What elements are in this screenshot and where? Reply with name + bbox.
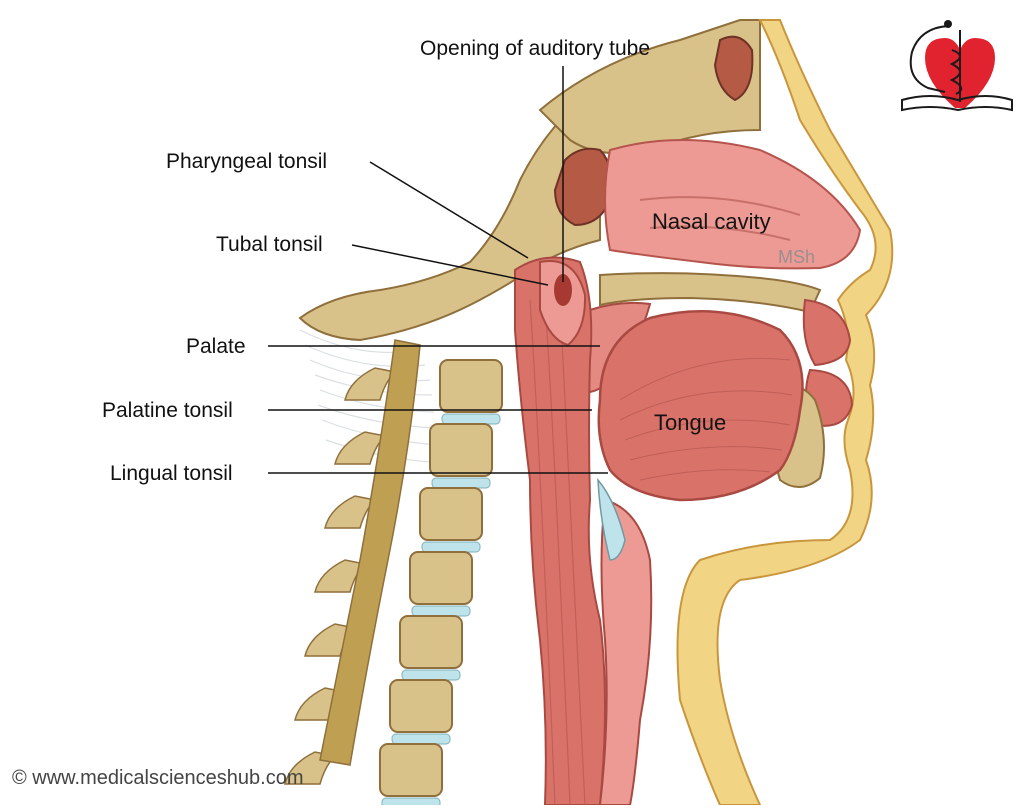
- pharynx-wall: [514, 256, 606, 806]
- cranial-bone-upper: [538, 19, 761, 155]
- leader-line-pharyngeal-tonsil: [369, 161, 529, 259]
- vertebral-body: [399, 615, 463, 669]
- larynx: [598, 498, 653, 806]
- vertebral-body: [439, 359, 503, 413]
- stethoscope-icon: [909, 25, 949, 93]
- nasal-cavity-region: [604, 139, 862, 270]
- leader-lines: [268, 66, 608, 474]
- epiglottis: [597, 477, 626, 561]
- intervertebral-disc: [431, 477, 491, 489]
- caduceus-icon: [949, 30, 963, 102]
- vertebral-body: [379, 743, 443, 797]
- open-book-icon: [901, 95, 1013, 112]
- intervertebral-disc: [441, 413, 501, 425]
- nasal-concha-lines: [639, 196, 801, 241]
- vertebral-body: [389, 679, 453, 733]
- tongue-muscle-fibers: [619, 357, 793, 481]
- intervertebral-disc: [401, 669, 461, 681]
- cervical-vertebrae: [284, 359, 503, 809]
- label-nasal-cavity: Nasal cavity: [652, 209, 771, 234]
- leader-line-tubal-tonsil: [351, 244, 549, 286]
- label-tubal-tonsil: Tubal tonsil: [216, 233, 323, 256]
- frontal-sinus: [713, 35, 754, 102]
- label-lingual-tonsil: Lingual tonsil: [110, 462, 233, 485]
- label-tongue: Tongue: [654, 410, 727, 435]
- label-opening-of-auditory-tube: Opening of auditory tube: [420, 37, 650, 60]
- watermark-msh: MSh: [778, 247, 816, 267]
- intervertebral-disc: [421, 541, 481, 553]
- copyright-text: © www.medicalscienceshub.com: [12, 767, 304, 789]
- vertebral-body: [419, 487, 483, 541]
- face-skin-profile: [676, 19, 894, 806]
- spinal-cord: [319, 339, 421, 766]
- tongue-muscle: [597, 310, 804, 502]
- intervertebral-disc: [391, 733, 451, 745]
- upper-lip: [802, 298, 852, 367]
- vertebral-body: [409, 551, 473, 605]
- intervertebral-disc: [381, 797, 441, 809]
- label-palate: Palate: [186, 335, 246, 358]
- intervertebral-disc: [411, 605, 471, 617]
- heart-caduceus-book-logo: [901, 20, 1013, 112]
- pharynx-muscle-fibers: [529, 299, 586, 806]
- label-pharyngeal-tonsil: Pharyngeal tonsil: [166, 150, 328, 173]
- label-palatine-tonsil: Palatine tonsil: [102, 399, 233, 422]
- vertebral-body: [429, 423, 493, 477]
- auditory-tube-opening: [554, 274, 572, 306]
